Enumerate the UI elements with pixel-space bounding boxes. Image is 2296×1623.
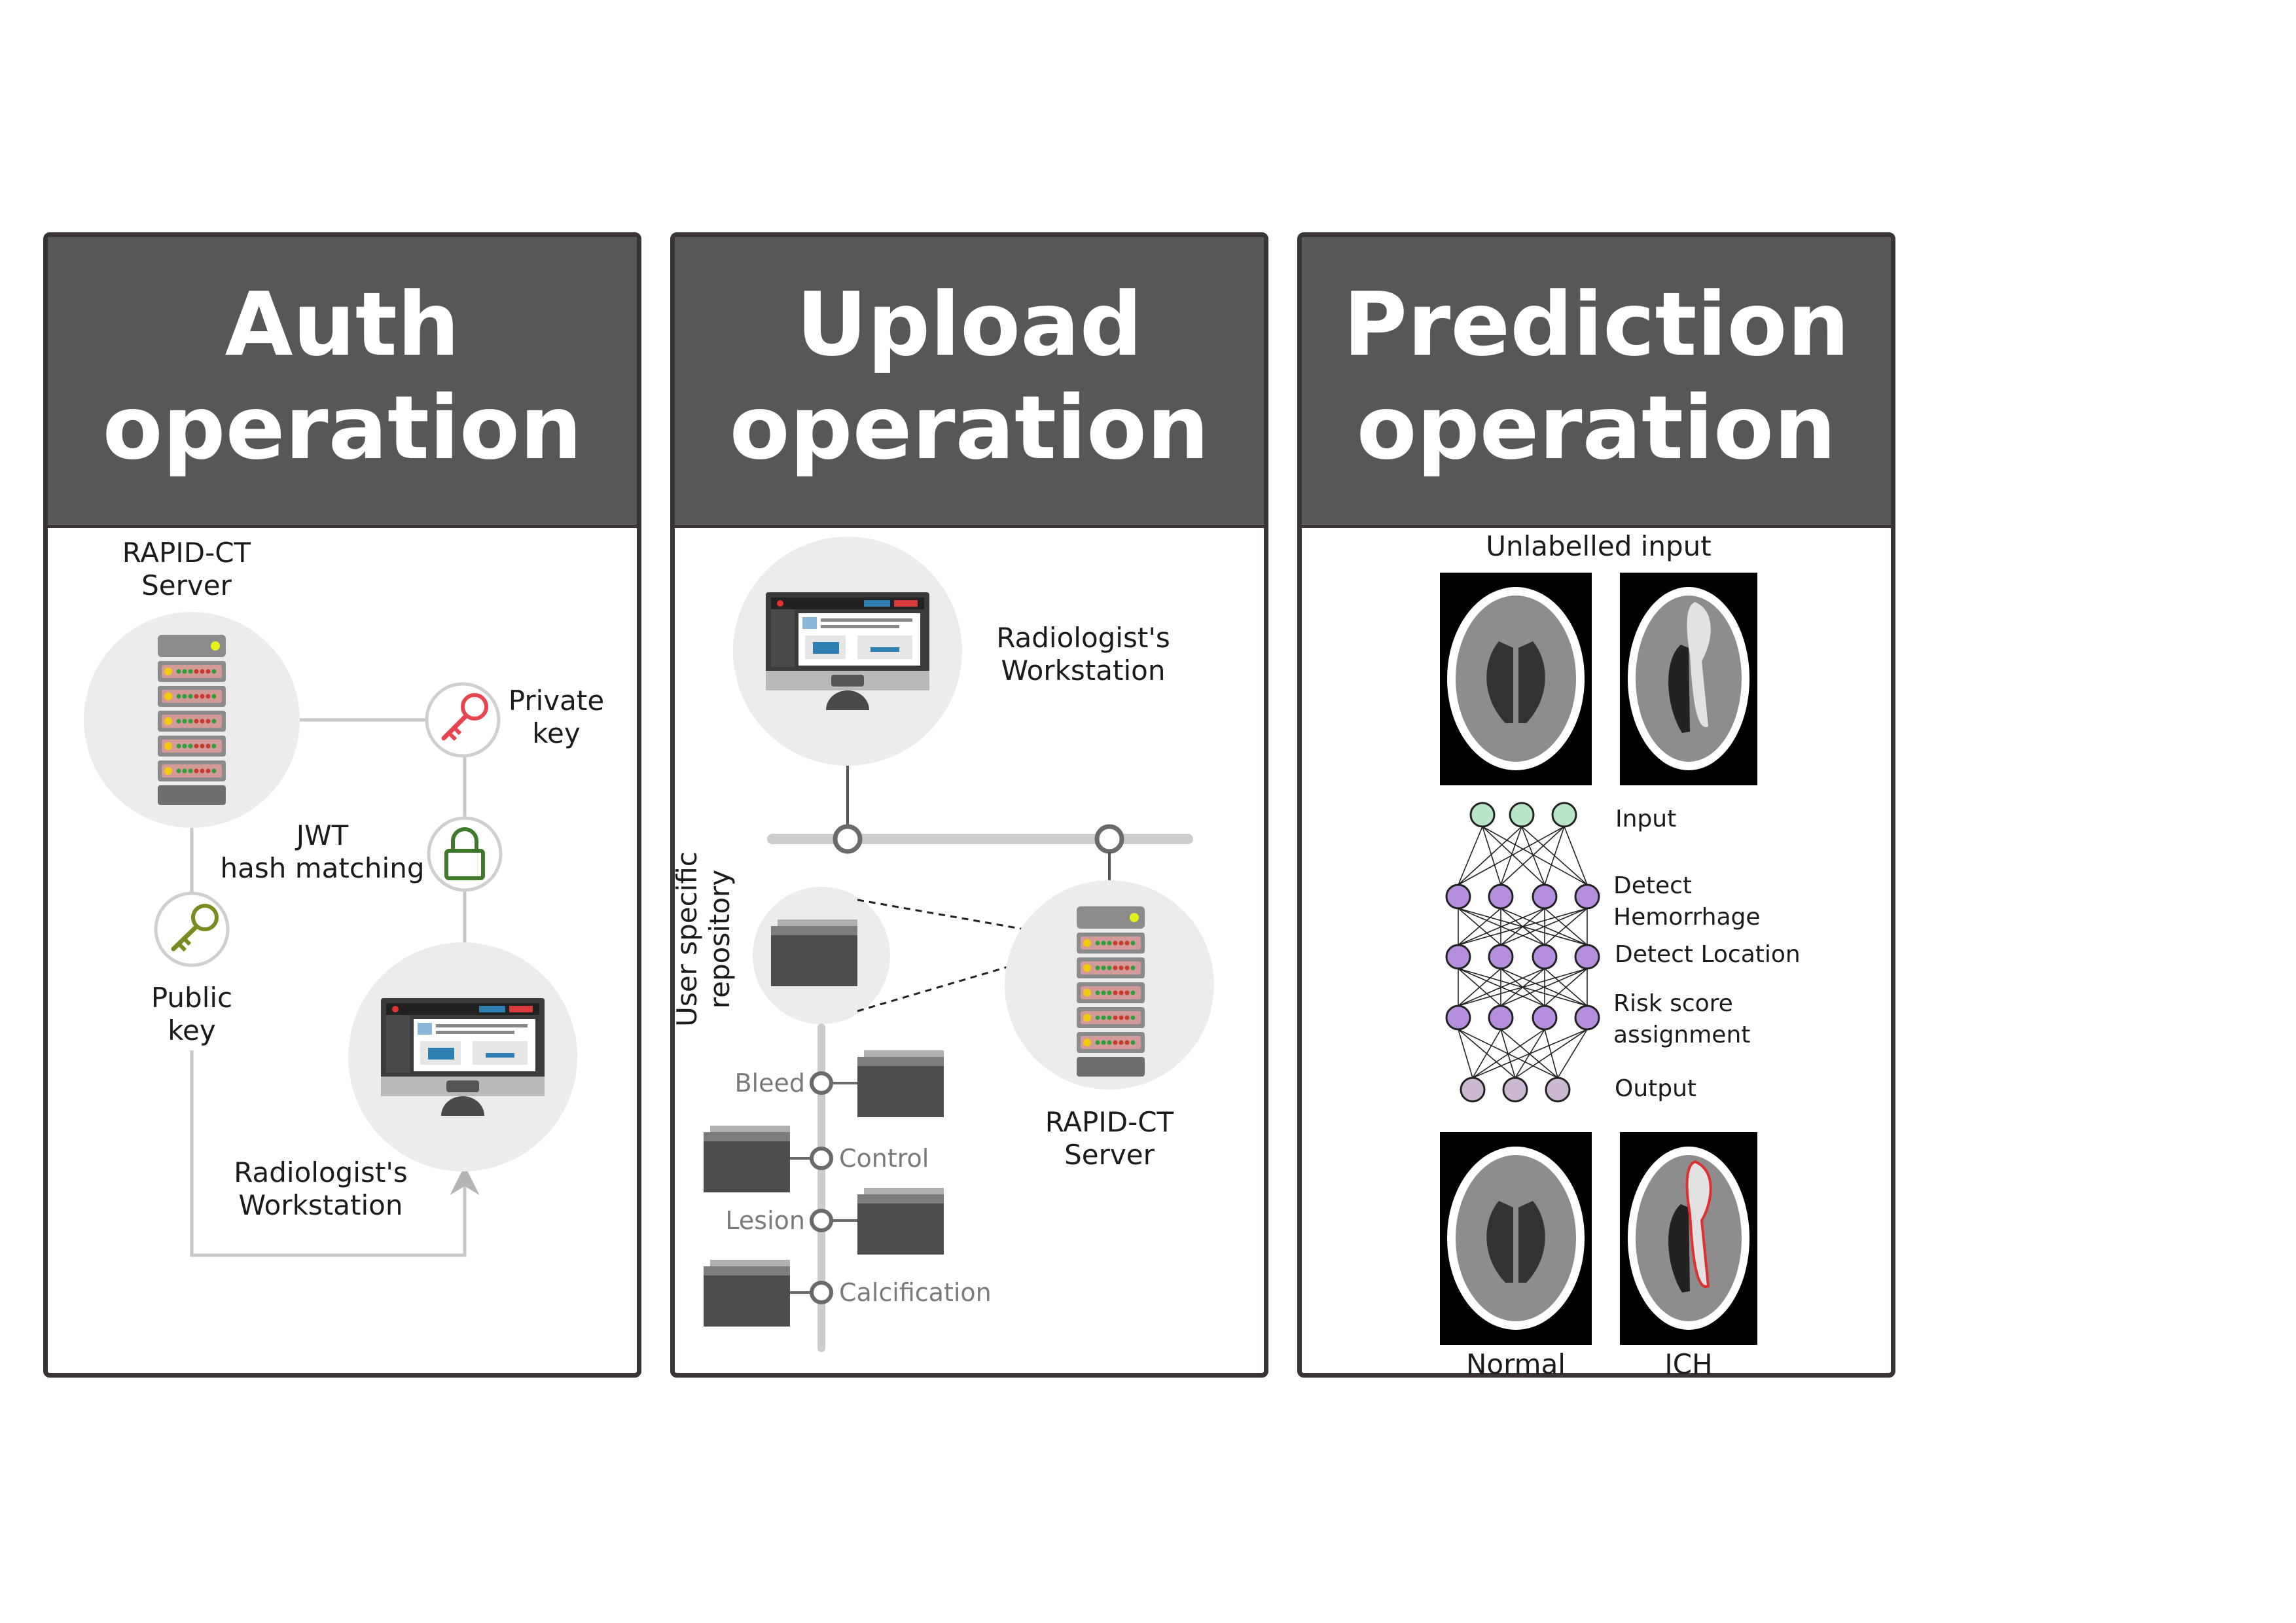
public-key-label: Public key xyxy=(151,982,233,1046)
auth-panel-header: Auth operation xyxy=(48,237,637,528)
category-control: Control xyxy=(839,1144,929,1173)
layer-label-detect-location: Detect Location xyxy=(1615,941,1801,968)
output-ich-label: ICH xyxy=(1664,1348,1713,1380)
upload-panel: Upload operation xyxy=(670,232,1268,1378)
auth-workstation-label: Radiologist's Workstation xyxy=(234,1156,408,1221)
layer-label-input: Input xyxy=(1615,806,1677,832)
prediction-panel: Prediction operation xyxy=(1297,232,1895,1378)
auth-server-label: RAPID-CT Server xyxy=(122,537,251,601)
upload-panel-title: Upload operation xyxy=(729,274,1210,479)
category-calcification: Calcification xyxy=(839,1278,992,1307)
auth-panel-title: Auth operation xyxy=(102,274,583,479)
repository-label: User specific repository xyxy=(671,851,736,1027)
prediction-panel-title: Prediction operation xyxy=(1343,274,1850,479)
upload-panel-header: Upload operation xyxy=(675,237,1264,528)
output-normal-label: Normal xyxy=(1466,1348,1566,1380)
upload-workstation-label: Radiologist's Workstation xyxy=(996,622,1170,687)
unlabelled-input-label: Unlabelled input xyxy=(1486,530,1712,562)
upload-server-label: RAPID-CT Server xyxy=(1045,1106,1174,1171)
layer-label-detect-hemorrhage: Detect Hemorrhage xyxy=(1613,872,1761,931)
category-lesion: Lesion xyxy=(725,1206,805,1235)
auth-panel: Auth operation xyxy=(43,232,641,1378)
jwt-label: JWT hash matching xyxy=(220,819,425,884)
category-bleed: Bleed xyxy=(734,1069,805,1097)
layer-label-risk-score: Risk score assignment xyxy=(1613,990,1751,1048)
private-key-label: Private key xyxy=(508,685,605,749)
prediction-panel-header: Prediction operation xyxy=(1302,237,1891,528)
layer-label-output: Output xyxy=(1615,1075,1697,1102)
